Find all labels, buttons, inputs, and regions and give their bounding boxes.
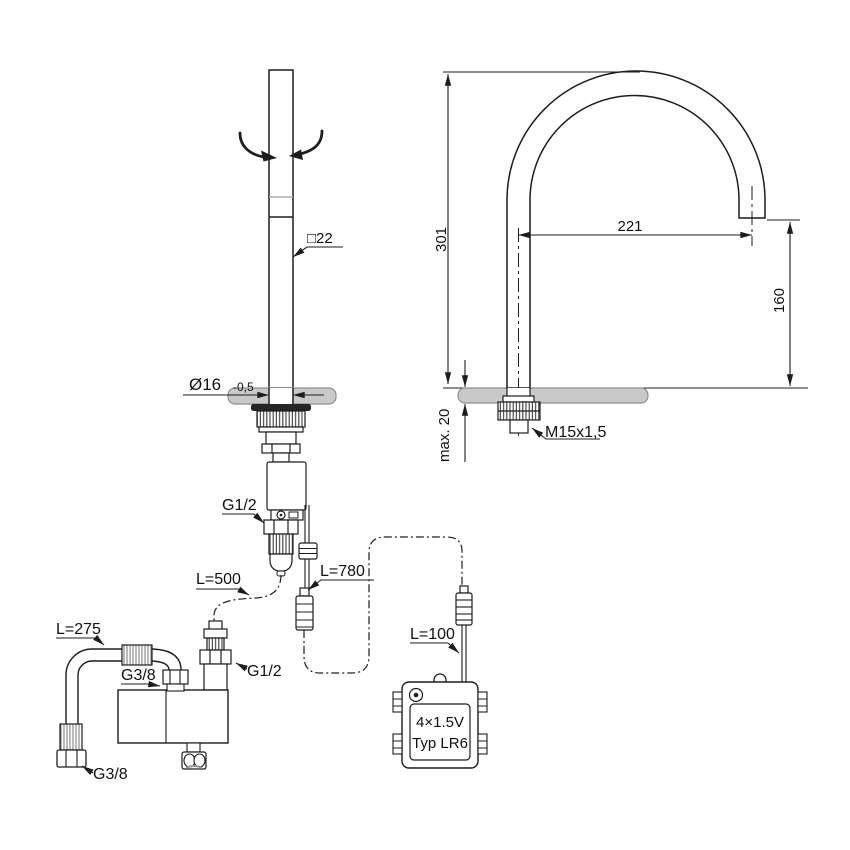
g38-bottom-label: G3/8 xyxy=(93,766,128,783)
dim-301-text: 301 xyxy=(433,227,450,252)
battery-spec-line1: 4×1.5V xyxy=(416,714,464,731)
shank-thread-label: M15x1,5 xyxy=(545,424,606,441)
inlet-hose xyxy=(56,634,182,775)
battery-clip xyxy=(392,691,403,713)
base-diameter-label: Ø16 xyxy=(189,375,221,394)
outlet-hex-nut xyxy=(263,519,299,535)
mounting-deck-side xyxy=(457,387,649,404)
leader-l500 xyxy=(196,586,250,596)
leader-g12-bottom xyxy=(235,662,248,672)
shank-side xyxy=(497,388,541,434)
inlet-fitting-hex xyxy=(162,669,189,685)
valve-body xyxy=(117,689,229,744)
leader-m15 xyxy=(531,427,600,440)
l275-label: L=275 xyxy=(56,621,101,638)
leader-g12-top xyxy=(222,512,265,524)
sensor-cable xyxy=(295,505,318,631)
cable-connector-2 xyxy=(459,585,469,594)
leader-l100 xyxy=(410,642,460,654)
leader-l275 xyxy=(56,634,105,646)
valve-block xyxy=(117,669,229,770)
outlet-dome xyxy=(269,553,293,572)
supply-hose-route xyxy=(213,574,282,621)
side-view xyxy=(443,70,808,462)
front-view xyxy=(183,69,473,682)
g12-bottom-label: G1/2 xyxy=(247,663,282,680)
g12-top-label: G1/2 xyxy=(222,497,257,514)
l500-label: L=500 xyxy=(196,571,241,588)
cable-connector-1 xyxy=(299,587,310,597)
battery-box xyxy=(392,673,488,769)
sensor-box xyxy=(266,461,307,511)
base-diameter-tolerance: -0,5 xyxy=(233,380,254,394)
faucet-column xyxy=(268,69,294,389)
hex-connector xyxy=(261,443,301,454)
battery-cable xyxy=(455,585,473,682)
check-valve-hex xyxy=(199,649,232,665)
outlet-thread xyxy=(268,533,294,555)
dim-160 xyxy=(767,219,800,387)
check-valve xyxy=(199,620,248,691)
battery-spec-line2: Typ LR6 xyxy=(412,735,468,752)
base-flange xyxy=(251,404,311,411)
rotation-arrows-icon xyxy=(238,129,324,162)
shank-thread-end xyxy=(509,419,529,434)
battery-clip xyxy=(477,691,488,713)
leader-g38-bottom xyxy=(81,765,94,775)
spout-outline xyxy=(506,70,766,389)
square-dim-label: □22 xyxy=(307,230,333,247)
dim-221-text: 221 xyxy=(617,218,642,235)
dim-max20-text: max. 20 xyxy=(436,409,453,462)
cable-clip xyxy=(298,542,318,560)
l780-label: L=780 xyxy=(320,563,365,580)
hose-braid-left xyxy=(59,723,83,751)
battery-clip xyxy=(392,733,403,755)
under-deck-stack xyxy=(251,404,311,577)
leader-g38-top xyxy=(121,680,161,688)
battery-clip xyxy=(477,733,488,755)
fixing-knurled-nut xyxy=(256,410,306,428)
l100-label: L=100 xyxy=(410,626,455,643)
dim-301 xyxy=(443,71,640,385)
cable-route xyxy=(303,536,463,674)
dim-160-text: 160 xyxy=(771,288,788,313)
battery-label-panel xyxy=(409,703,471,761)
hose-braid-top xyxy=(121,644,153,666)
leader-square22 xyxy=(292,246,343,258)
leader-l780 xyxy=(307,579,374,591)
g38-top-label: G3/8 xyxy=(121,667,156,684)
hose-end-nut xyxy=(56,749,87,768)
